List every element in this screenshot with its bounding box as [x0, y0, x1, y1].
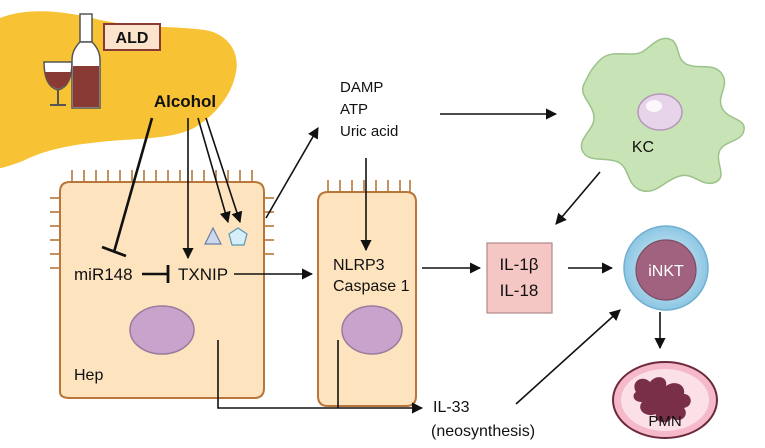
alcohol-damp-arrow-2	[205, 117, 243, 224]
nlrp3-label: NLRP3	[333, 257, 385, 274]
pmn-nucleus	[633, 377, 691, 423]
neosynthesis-label: (neosynthesis)	[431, 423, 535, 440]
uric-acid-label: Uric acid	[340, 123, 398, 140]
ald-badge: ALD	[103, 23, 161, 51]
second-cell-nucleus	[341, 305, 403, 355]
hepatocyte-nucleus	[129, 305, 195, 355]
wine-glass-icon	[43, 61, 73, 106]
connectors	[101, 108, 666, 414]
kupffer-cell: KC	[580, 37, 745, 193]
damp-label: DAMP	[340, 79, 383, 96]
il1b-label: IL-1β	[499, 255, 538, 274]
kc-label: KC	[632, 139, 654, 156]
kc-cytokine-arrow	[555, 171, 601, 225]
liver-silhouette	[0, 11, 237, 168]
il18-label: IL-18	[500, 281, 539, 300]
kupffer-nucleus	[637, 93, 683, 131]
alcohol-mir148-inhibit-line	[112, 117, 154, 253]
mir148-label: miR148	[74, 265, 133, 284]
cytokine-box: IL-1β IL-18	[486, 242, 553, 314]
il33-label: IL-33	[433, 399, 470, 416]
hepatocyte-cell	[50, 170, 274, 399]
alcohol-label: Alcohol	[154, 92, 216, 111]
mir148-inhibit-bar	[101, 245, 127, 258]
second-cell	[317, 180, 417, 407]
inkt-nucleus	[635, 239, 697, 301]
wine-bottle-icon	[71, 13, 101, 109]
alcohol-damp-arrow-1	[197, 117, 231, 224]
atp-label: ATP	[340, 101, 368, 118]
pmn-cell: PMN	[612, 361, 718, 439]
hepatocyte-microvilli	[50, 170, 274, 269]
pentagon-damp-icon	[228, 227, 248, 246]
inkt-cell: iNKT	[623, 225, 709, 311]
triangle-damp-icon	[204, 226, 222, 245]
caspase1-label: Caspase 1	[333, 278, 410, 295]
txnip-label: TXNIP	[178, 265, 228, 284]
hep-il33-line	[217, 340, 338, 409]
hep-label: Hep	[74, 367, 103, 384]
inkt-label: iNKT	[648, 263, 684, 280]
ald-label: ALD	[116, 30, 149, 47]
second-cell-microvilli	[327, 180, 411, 192]
hep-damp-arrow	[265, 127, 319, 219]
liver-shape	[0, 11, 237, 168]
il33-inkt-arrow	[515, 309, 621, 405]
pmn-label: PMN	[648, 413, 681, 430]
